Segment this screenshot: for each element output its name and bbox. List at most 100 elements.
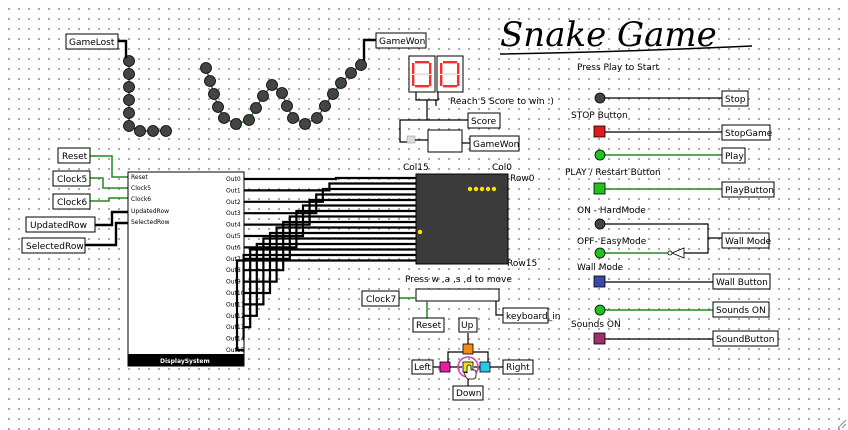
play-button[interactable] xyxy=(593,182,606,195)
stop-button-caption: STOP Button xyxy=(571,111,628,121)
snake-led xyxy=(287,112,299,124)
dpad-up-button[interactable] xyxy=(462,343,474,355)
snake-led xyxy=(335,77,347,89)
display-out-port: Out2 xyxy=(226,199,241,206)
display-out-port: Out8 xyxy=(226,267,241,274)
segment xyxy=(443,73,457,76)
snake-led xyxy=(345,67,357,79)
svg-text:StopGame: StopGame xyxy=(725,129,773,139)
output-stop[interactable]: Stop xyxy=(721,90,749,107)
snake-led xyxy=(212,101,224,113)
matrix-pixel-on xyxy=(467,186,473,192)
svg-text:Wall Button: Wall Button xyxy=(716,278,768,288)
output-game-lost[interactable]: GameLost xyxy=(65,33,119,50)
segment xyxy=(429,63,432,74)
snake-led xyxy=(257,90,269,102)
segment xyxy=(457,63,460,74)
keyboard-out-wire xyxy=(495,301,503,316)
svg-text:GameLost: GameLost xyxy=(69,38,115,48)
matrix-col-left-label: Col15 xyxy=(403,163,429,173)
output-sounds-on[interactable]: Sounds ON xyxy=(712,301,770,318)
svg-text:GameWon: GameWon xyxy=(379,37,425,47)
output-play-button[interactable]: PlayButton xyxy=(721,181,775,198)
matrix-pixel-on xyxy=(473,186,479,192)
output-score[interactable]: Score xyxy=(467,112,501,129)
output-keyboard-in[interactable]: keyboard_in xyxy=(502,307,560,324)
input-clock6[interactable]: Clock6 xyxy=(52,193,91,210)
display-out-port: Out15 xyxy=(226,347,245,354)
output-sound-button[interactable]: SoundButton xyxy=(712,330,779,347)
svg-text:Sounds ON: Sounds ON xyxy=(716,306,766,316)
display-system-block[interactable]: DisplaySystem ResetClock5Clock6UpdatedRo… xyxy=(127,171,245,367)
output-play[interactable]: Play xyxy=(721,147,746,164)
display-out-port: Out3 xyxy=(226,210,241,217)
display-in-port: SelectedRow xyxy=(131,219,170,226)
bus-wire xyxy=(242,253,416,340)
game-lost-wire xyxy=(118,39,128,58)
segment xyxy=(429,75,432,86)
svg-text:SelectedRow: SelectedRow xyxy=(26,242,84,252)
input-reset[interactable]: Reset xyxy=(57,147,91,164)
keyboard-hint: Press w ,a ,s ,d to move xyxy=(405,275,512,285)
bus-wire xyxy=(244,231,416,295)
svg-text:Clock5: Clock5 xyxy=(57,175,87,185)
led-matrix xyxy=(415,173,509,265)
snake-led xyxy=(123,81,135,93)
svg-text:Clock7: Clock7 xyxy=(366,295,396,305)
segment xyxy=(443,61,457,64)
keyboard-component[interactable] xyxy=(415,288,500,302)
input-clock5[interactable]: Clock5 xyxy=(52,170,91,187)
output-game-won-score[interactable]: GameWon xyxy=(469,135,520,152)
segment xyxy=(457,75,460,86)
svg-text:Reset: Reset xyxy=(416,321,442,331)
snake-led xyxy=(243,114,255,126)
input-keyboard-reset[interactable]: Reset xyxy=(412,317,445,333)
snake-led xyxy=(266,79,278,91)
bus-wire xyxy=(244,193,416,215)
score-display: 0 0 xyxy=(408,55,464,93)
input-clock7[interactable]: Clock7 xyxy=(361,290,400,307)
svg-text:Right: Right xyxy=(506,363,530,373)
stop-led xyxy=(594,92,722,104)
stop-button[interactable] xyxy=(593,125,606,138)
display-out-port: Out4 xyxy=(226,222,241,229)
start-hint: Press Play to Start xyxy=(577,63,660,73)
segment xyxy=(440,63,443,74)
snake-led xyxy=(250,102,262,114)
snake-led xyxy=(281,100,293,112)
wall-button[interactable] xyxy=(593,275,606,288)
sound-button[interactable] xyxy=(593,332,606,345)
dpad-right-button[interactable] xyxy=(479,361,491,373)
display-in-port: Clock6 xyxy=(131,196,151,203)
bus-wire xyxy=(244,204,416,238)
score-wires xyxy=(399,92,468,143)
snake-led xyxy=(160,125,172,137)
output-wall-mode[interactable]: Wall Mode xyxy=(721,232,772,249)
dpad-left-button[interactable] xyxy=(439,361,451,373)
dpad-up-label: Up xyxy=(458,317,478,333)
resize-grip-icon[interactable] xyxy=(837,419,847,429)
matrix-pixel-on xyxy=(479,186,485,192)
input-selected-row[interactable]: SelectedRow xyxy=(21,237,86,254)
left-input-wires xyxy=(85,155,128,247)
display-out-ports: Out0Out1Out2Out3Out4Out5Out6Out7Out8Out9… xyxy=(226,176,245,354)
play-led xyxy=(594,149,606,161)
segment xyxy=(415,85,429,88)
matrix-pixel-on xyxy=(491,186,497,192)
input-updated-row[interactable]: UpdatedRow xyxy=(25,216,96,233)
matrix-row-top-label: Row0 xyxy=(510,174,535,184)
display-out-port: Out5 xyxy=(226,233,241,240)
snake-led xyxy=(218,112,230,124)
output-wall-button[interactable]: Wall Button xyxy=(712,273,771,290)
segment xyxy=(415,73,429,76)
output-game-won[interactable]: GameWon xyxy=(375,32,427,49)
output-stop-game[interactable]: StopGame xyxy=(721,124,773,141)
display-out-port: Out10 xyxy=(226,290,245,297)
display-out-port: Out9 xyxy=(226,279,241,286)
svg-text:UpdatedRow: UpdatedRow xyxy=(30,221,87,231)
snake-led xyxy=(200,62,212,74)
svg-text:SoundButton: SoundButton xyxy=(716,335,775,345)
sounds-on-caption: Sounds ON xyxy=(571,320,621,330)
